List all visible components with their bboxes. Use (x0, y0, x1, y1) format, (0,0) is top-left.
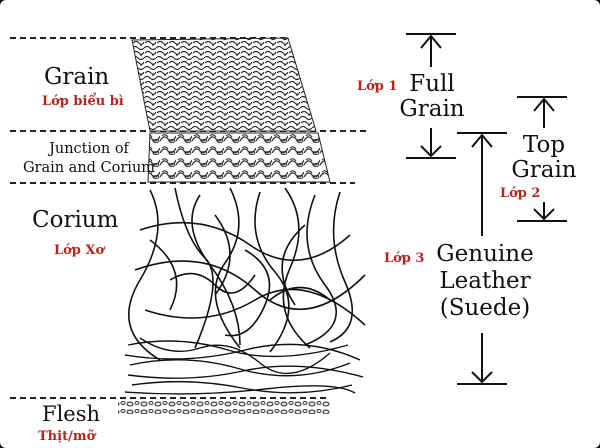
top-grain-line1: Top (522, 132, 566, 158)
corium-label: Corium (32, 207, 119, 233)
junction-label-line1: Junction of (49, 141, 129, 157)
grain-label: Grain (44, 64, 110, 90)
full-grain-label: Full Grain (396, 72, 468, 122)
junction-label-line2: Grain and Corium (22, 160, 156, 176)
top-grain-vn-label: Lớp 2 (500, 186, 541, 201)
corium-vn-label: Lớp Xơ (54, 243, 105, 258)
grain-layer-texture (131, 37, 317, 132)
full-grain-vn-label: Lớp 1 (357, 79, 398, 94)
flesh-label: Flesh (42, 402, 101, 426)
junction-layer-texture (147, 132, 331, 183)
full-grain-line1: Full (409, 71, 455, 97)
junction-label: Junction of Grain and Corium (14, 140, 164, 178)
genuine-vn-label: Lớp 3 (384, 251, 425, 266)
corium-fiber-network (127, 187, 366, 361)
genuine-line1: Genuine (436, 241, 534, 267)
full-grain-arrow-icon (406, 33, 456, 159)
top-grain-arrow-icon (517, 96, 567, 222)
flesh-layer-texture (118, 400, 330, 414)
flesh-vn-label: Thịt/mỡ (38, 429, 96, 444)
lower-corium-fibers (124, 337, 364, 395)
genuine-line2: Leather (439, 268, 531, 294)
genuine-line3: (Suede) (439, 295, 531, 321)
full-grain-line2: Grain (399, 96, 465, 122)
top-grain-line2: Grain (511, 157, 577, 183)
top-grain-label: Top Grain (507, 133, 581, 183)
genuine-leather-label: Genuine Leather (Suede) (420, 241, 550, 322)
grain-vn-label: Lớp biểu bì (42, 94, 124, 109)
genuine-leather-arrow-icon (457, 132, 507, 385)
